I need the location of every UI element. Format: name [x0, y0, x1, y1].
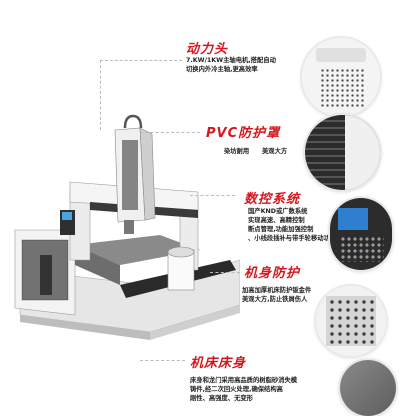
connector-line — [210, 272, 240, 273]
section-title-spindle: 动力头 — [186, 42, 229, 57]
section-title-body-guard: 机身防护 — [244, 266, 301, 281]
connector-line — [100, 60, 101, 130]
section-desc-line: 7.KW/1KW主轴电机,搭配自动 — [186, 57, 276, 64]
section-desc-line: 美观大方,防止铁屑伤人 — [242, 296, 308, 303]
guard-closeup-icon — [316, 286, 386, 356]
section-desc-line: 切换内外冷主轴,更高效率 — [186, 66, 258, 73]
section-title-cnc-system: 数控系统 — [244, 192, 301, 207]
section-desc-line: 国产KND或广数系统 — [248, 208, 308, 215]
section-desc-line: 美观大方 — [262, 148, 288, 155]
cnc-panel-closeup-icon — [330, 198, 392, 270]
bed-closeup-icon — [340, 360, 396, 416]
section-desc-line: 断点管理,功能加强控制 — [248, 226, 314, 233]
section-desc-line: 刚性、高强度、无变形 — [190, 395, 253, 402]
connector-line — [100, 60, 182, 61]
connector-line — [140, 360, 185, 361]
connector-line — [190, 195, 235, 196]
connector-line — [140, 132, 200, 133]
section-desc-line: 铸件,经二次回火处理,确保结构高 — [190, 386, 283, 393]
section-title-machine-bed: 机床床身 — [190, 356, 247, 371]
section-title-pvc-cover: PVC防护罩 — [206, 126, 281, 141]
section-desc-line: 床身和龙门采用高品质的树脂砂消失模 — [190, 377, 298, 384]
section-desc-line: 染坊耐用 — [224, 148, 250, 155]
spindle-closeup-icon — [302, 38, 380, 116]
machine-icon — [14, 114, 240, 340]
section-desc-line: 加高加厚机床防护钣金件 — [242, 287, 312, 294]
section-desc-line: 、小线段插补与带手轮移动功能 — [248, 235, 337, 242]
pvc-cover-closeup-icon — [305, 115, 380, 190]
section-desc-line: 实现高速、高精控制 — [248, 217, 305, 224]
